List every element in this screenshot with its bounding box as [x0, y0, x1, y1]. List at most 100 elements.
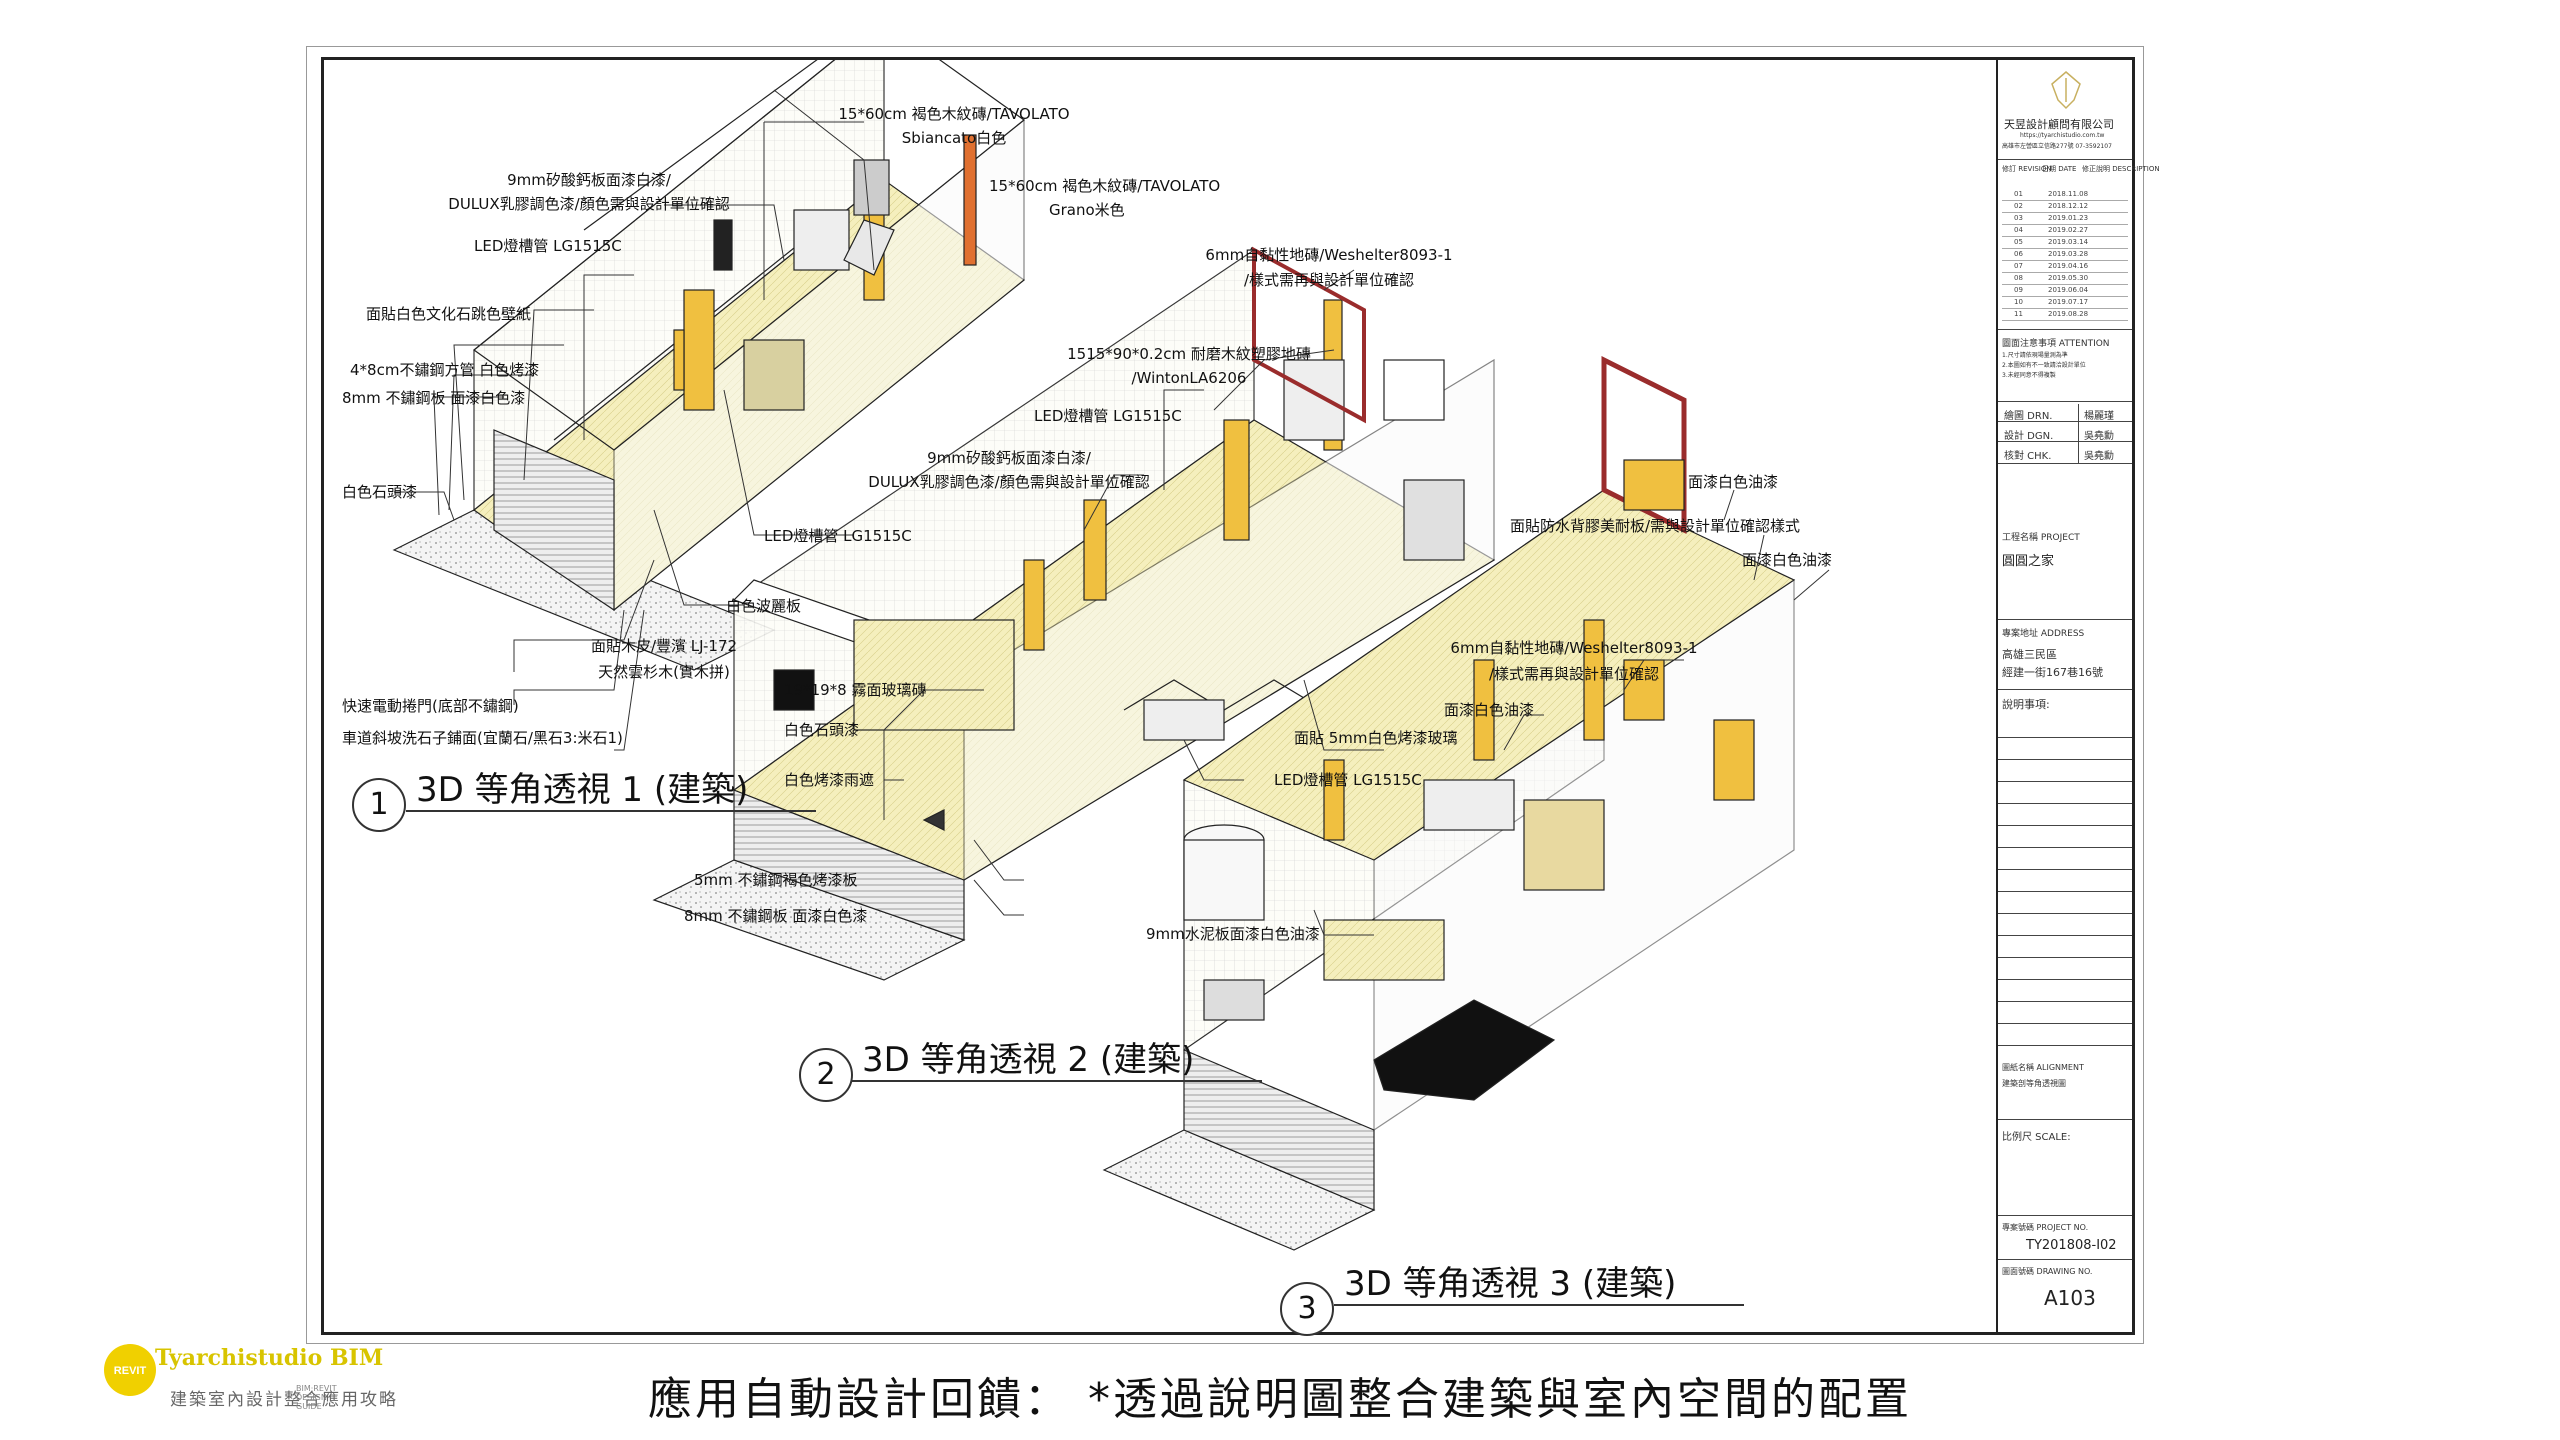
- v1-annotation: LED燈槽管 LG1515C: [764, 527, 912, 545]
- v1-annotation: Grano米色: [1049, 201, 1125, 219]
- drawing-sheet: 15*60cm 褐色木紋磚/TAVOLATO Sbiancato白色 15*60…: [306, 46, 2160, 1344]
- notes-blank-row: [1998, 1002, 2132, 1024]
- revision-date: 2019.03.14: [2048, 238, 2089, 246]
- project-label: 工程名稱 PROJECT: [2002, 533, 2080, 543]
- view-2-leaders: [883, 269, 1384, 916]
- address-value: 高雄三民區: [2002, 648, 2057, 661]
- company-cell: [1998, 60, 2132, 160]
- revision-date: 2019.01.23: [2048, 214, 2089, 222]
- view-3-model: [922, 355, 1796, 1251]
- v2-annotation: /WintonLA6206: [1131, 369, 1247, 387]
- revision-row: 09 2019.06.04: [2002, 286, 2128, 297]
- company-name: 天昱設計顧問有限公司: [2004, 118, 2114, 131]
- revision-no: 09: [2014, 286, 2023, 294]
- notes-blank-row: [1998, 804, 2132, 826]
- v1-annotation: LED燈槽管 LG1515C: [474, 237, 622, 255]
- page-caption: 應用自動設計回饋： *透過說明圖整合建築與室內空間的配置: [648, 1374, 1912, 1425]
- alignment-cell: [1998, 60, 2132, 1120]
- dgn-cell: [1998, 60, 2132, 442]
- revision-date: 2018.11.08: [2048, 190, 2089, 198]
- v2-annotation: 19*19*8 霧面玻璃磚: [784, 681, 927, 699]
- view-title-underline: [406, 810, 816, 812]
- dgn-label: 設計 DGN.: [2004, 431, 2054, 442]
- dgn-value: 吳堯勳: [2084, 431, 2114, 442]
- revision-no: 03: [2014, 214, 2023, 222]
- logo-brand: Tyarchistudio BIM: [155, 1345, 384, 1371]
- v2-annotation: 6mm自黏性地磚/Weshelter8093-1: [1205, 246, 1453, 264]
- revision-no: 08: [2014, 274, 2023, 282]
- v2-annotation: 8mm 不鏽鋼板 面漆白色漆: [684, 907, 868, 925]
- notes-blank-row: [1998, 1024, 2132, 1046]
- logo-badge: REVIT: [114, 1365, 147, 1377]
- v1-annotation: 天然雲杉木(實木拼): [598, 663, 730, 681]
- v2-annotation: 5mm 不鏽鋼褐色烤漆板: [694, 871, 858, 889]
- rev-header: 修正說明 DESCRIPTION: [2082, 165, 2160, 173]
- view-1-leaders: [394, 89, 875, 751]
- v3-annotation: 面貼防水背膠美耐板/需與設計單位確認樣式: [1510, 517, 1801, 535]
- company-address: 高雄市左營區立信路277號 07-3592107: [2002, 143, 2112, 150]
- alignment-value: 建築剖等角透視圖: [2002, 1079, 2066, 1088]
- drn-label: 繪圖 DRN.: [2004, 411, 2053, 422]
- view-number-badge: 3: [1280, 1282, 1334, 1336]
- v2-annotation: 白色石頭漆: [784, 721, 860, 739]
- v2-annotation: LED燈槽管 LG1515C: [1034, 407, 1182, 425]
- project-cell: [1998, 60, 2132, 620]
- title-block: 天昱設計顧問有限公司 https://tyarchistudio.com.tw …: [1998, 60, 2160, 1332]
- isometric-drawings: [392, 60, 1830, 1251]
- v1-annotation: 8mm 不鏽鋼板 面漆白色漆: [342, 389, 526, 407]
- v1-annotation: 9mm矽酸鈣板面漆白漆/: [507, 171, 671, 189]
- v2-annotation: 9mm矽酸鈣板面漆白漆/: [927, 449, 1091, 467]
- attention-line: 2.本圖如有不一致請洽設計單位: [2002, 362, 2086, 369]
- scale-cell: [1998, 60, 2132, 1216]
- notes-blank-row: [1998, 870, 2132, 892]
- revision-no: 02: [2014, 202, 2023, 210]
- revision-no: 05: [2014, 238, 2023, 246]
- chk-cell: [1998, 60, 2132, 464]
- divider: [2078, 404, 2079, 464]
- revision-cell: [1998, 60, 2132, 330]
- attention-label: 圖面注意事項 ATTENTION: [2002, 339, 2110, 349]
- logo-subtitle: 建築室內設計整合應用攻略: [170, 1390, 398, 1410]
- revision-no: 01: [2014, 190, 2023, 198]
- attention-line: 1.尺寸請依現場量測為準: [2002, 352, 2068, 359]
- revision-row: 11 2019.08.28: [2002, 310, 2128, 321]
- revision-no: 11: [2014, 310, 2023, 318]
- address-value: 經建一街167巷16號: [2002, 666, 2103, 679]
- view-title: 3D 等角透視 3 (建築): [1344, 1264, 1677, 1304]
- v2-annotation: LED燈槽管 LG1515C: [1274, 771, 1422, 789]
- v3-annotation: 面漆白色油漆: [1688, 473, 1779, 491]
- v3-annotation: /樣式需再與設計單位確認: [1488, 665, 1660, 683]
- revision-date: 2019.04.16: [2048, 262, 2089, 270]
- v2-annotation: 白色烤漆雨遮: [784, 771, 875, 789]
- project-value: 圓圓之家: [2002, 554, 2055, 569]
- v3-annotation: 面漆白色油漆: [1444, 701, 1535, 719]
- company-url: https://tyarchistudio.com.tw: [2020, 132, 2105, 139]
- drawing-area: 15*60cm 褐色木紋磚/TAVOLATO Sbiancato白色 15*60…: [324, 60, 1998, 1336]
- view-number-badge: 2: [799, 1048, 853, 1102]
- revision-no: 07: [2014, 262, 2023, 270]
- attention-line: 3.未經同意不得複製: [2002, 372, 2056, 379]
- project-no-value: TY201808-I02: [2026, 1238, 2117, 1253]
- view-1-model: [392, 60, 1025, 671]
- revision-date: 2019.08.28: [2048, 310, 2089, 318]
- logo-subtitle-en: BIM·REVIT DESIGN GUIDE: [296, 1384, 337, 1411]
- v2-annotation: 1515*90*0.2cm 耐磨木紋塑膠地磚: [1067, 345, 1311, 363]
- view-number-badge: 1: [352, 778, 406, 832]
- v1-annotation: 4*8cm不鏽鋼方管 白色烤漆: [350, 361, 540, 379]
- v2-annotation: DULUX乳膠調色漆/顏色需與設計單位確認: [868, 473, 1150, 491]
- v1-annotation: 白色波麗板: [726, 597, 802, 615]
- attention-cell: [1998, 60, 2132, 402]
- revision-date: 2019.06.04: [2048, 286, 2089, 294]
- rev-header: 修訂 REVISION: [2002, 165, 2052, 173]
- notes-blank-row: [1998, 848, 2132, 870]
- notes-blank-row: [1998, 914, 2132, 936]
- revision-row: 03 2019.01.23: [2002, 214, 2128, 225]
- address-cell: [1998, 60, 2132, 690]
- v1-annotation: 車道斜坡洗石子鋪面(宜蘭石/黑石3:米石1): [342, 729, 623, 747]
- v1-annotation: Sbiancato白色: [901, 129, 1007, 147]
